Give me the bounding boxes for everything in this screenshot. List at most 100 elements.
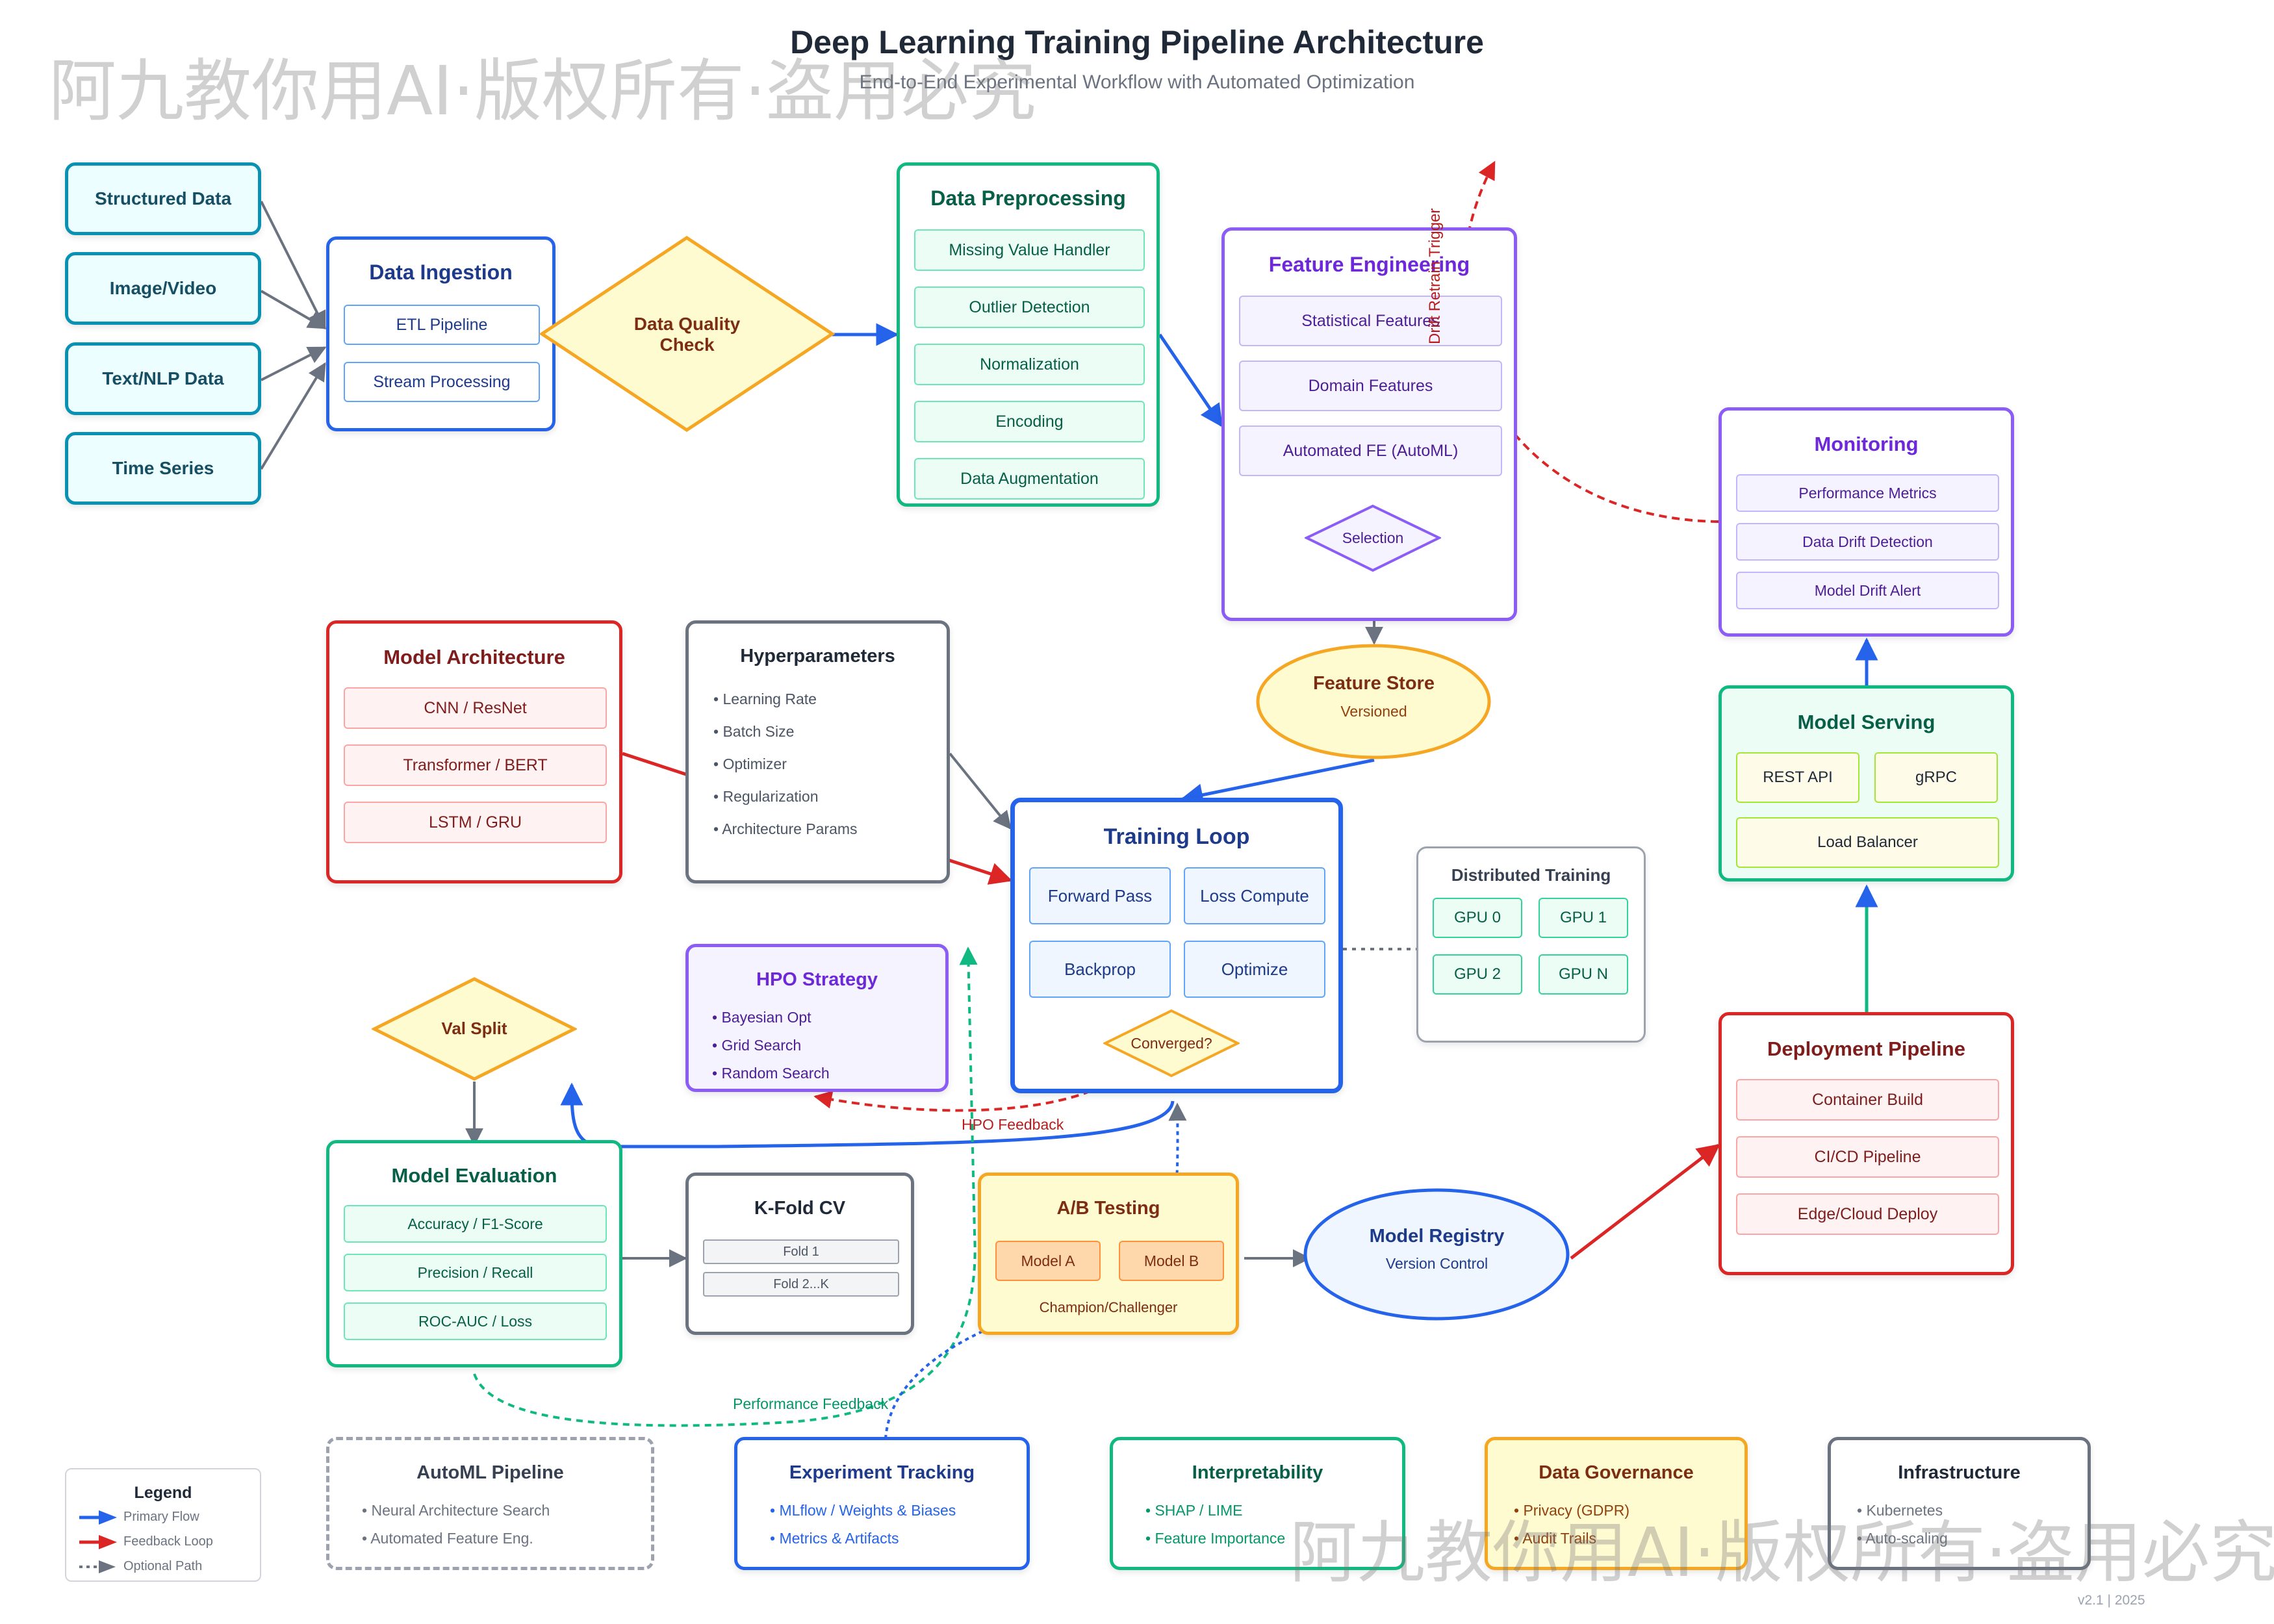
interpretability-box[interactable]: Interpretability • SHAP / LIME • Feature…	[1110, 1437, 1405, 1570]
automated-fe[interactable]: Automated FE (AutoML)	[1239, 425, 1502, 476]
page-title: Deep Learning Training Pipeline Architec…	[790, 24, 1484, 60]
hyperparameters-box[interactable]: Hyperparameters • Learning Rate • Batch …	[685, 620, 950, 883]
gpu-n[interactable]: GPU N	[1539, 954, 1628, 995]
data-augmentation[interactable]: Data Augmentation	[914, 458, 1145, 500]
backprop[interactable]: Backprop	[1029, 941, 1171, 998]
precision-recall[interactable]: Precision / Recall	[344, 1254, 607, 1291]
performance-metrics[interactable]: Performance Metrics	[1736, 474, 1999, 512]
legend-feedback-arrow	[99, 1535, 117, 1549]
monitoring-box[interactable]: Monitoring Performance Metrics Data Drif…	[1718, 407, 2014, 637]
fold-2-k[interactable]: Fold 2...K	[703, 1272, 899, 1297]
converged-label: Converged?	[1131, 1034, 1212, 1052]
lstm-gru[interactable]: LSTM / GRU	[344, 802, 607, 843]
fold-1[interactable]: Fold 1	[703, 1239, 899, 1264]
box-title: Training Loop	[1103, 824, 1250, 849]
interp-shap: • SHAP / LIME	[1145, 1502, 1243, 1519]
cicd-pipeline[interactable]: CI/CD Pipeline	[1736, 1136, 1999, 1178]
hp-optimizer: • Optimizer	[713, 755, 787, 772]
converged-diamond[interactable]	[1103, 1009, 1240, 1078]
normalization[interactable]: Normalization	[914, 344, 1145, 385]
hpo-feedback-label: HPO Feedback	[962, 1116, 1064, 1133]
model-b[interactable]: Model B	[1119, 1241, 1224, 1281]
data-preprocessing-box[interactable]: Data Preprocessing Missing Value Handler…	[897, 162, 1160, 507]
missing-value-handler[interactable]: Missing Value Handler	[914, 229, 1145, 271]
model-drift-alert[interactable]: Model Drift Alert	[1736, 572, 1999, 609]
statistical-features[interactable]: Statistical Features	[1239, 296, 1502, 346]
training-loop-box[interactable]: Training Loop Forward Pass Loss Compute …	[1010, 798, 1343, 1093]
watermark-bottom: 阿九教你用AI·版权所有·盗用必究	[1290, 1513, 2274, 1592]
tracking-mlflow: • MLflow / Weights & Biases	[770, 1502, 956, 1519]
automl-fe: • Automated Feature Eng.	[362, 1530, 533, 1547]
model-architecture-box[interactable]: Model Architecture CNN / ResNet Transfor…	[326, 620, 622, 883]
edge-training-to-evaluation	[560, 1082, 1175, 1148]
legend-primary-label: Primary Flow	[123, 1510, 199, 1524]
gpu-0[interactable]: GPU 0	[1433, 898, 1522, 938]
box-title: K-Fold CV	[754, 1198, 846, 1219]
grpc[interactable]: gRPC	[1874, 752, 1998, 803]
hp-batch-size: • Batch Size	[713, 723, 795, 740]
box-title: Feature Engineering	[1268, 253, 1470, 276]
experiment-tracking-box[interactable]: Experiment Tracking • MLflow / Weights &…	[734, 1437, 1030, 1570]
source-image-video[interactable]: Image/Video	[65, 252, 261, 325]
tracking-metrics: • Metrics & Artifacts	[770, 1530, 899, 1547]
watermark-top: 阿九教你用AI·版权所有·盗用必究	[49, 51, 1036, 131]
feature-store-ellipse[interactable]	[1255, 643, 1492, 760]
container-build[interactable]: Container Build	[1736, 1079, 1999, 1121]
ab-testing-box[interactable]: A/B Testing Model A Model B Champion/Cha…	[978, 1173, 1239, 1335]
transformer-bert[interactable]: Transformer / BERT	[344, 744, 607, 786]
model-evaluation-box[interactable]: Model Evaluation Accuracy / F1-Score Pre…	[326, 1140, 622, 1367]
box-title: Data Ingestion	[369, 260, 513, 284]
domain-features[interactable]: Domain Features	[1239, 361, 1502, 411]
hpo-strategy-box[interactable]: HPO Strategy • Bayesian Opt • Grid Searc…	[685, 944, 949, 1092]
data-drift-detection[interactable]: Data Drift Detection	[1736, 523, 1999, 561]
edge-cloud-deploy[interactable]: Edge/Cloud Deploy	[1736, 1193, 1999, 1235]
ab-caption: Champion/Challenger	[1039, 1299, 1178, 1315]
gpu-2[interactable]: GPU 2	[1433, 954, 1522, 995]
infrastructure-box[interactable]: Infrastructure • Kubernetes • Auto-scali…	[1828, 1437, 2091, 1570]
encoding[interactable]: Encoding	[914, 401, 1145, 442]
source-label: Structured Data	[94, 188, 232, 209]
data-ingestion-box[interactable]: Data Ingestion ETL Pipeline Stream Proce…	[326, 236, 556, 431]
deployment-pipeline-box[interactable]: Deployment Pipeline Container Build CI/C…	[1718, 1012, 2014, 1275]
model-serving-box[interactable]: Model Serving REST API gRPC Load Balance…	[1718, 685, 2014, 882]
val-split-label: Val Split	[441, 1018, 507, 1038]
interp-importance: • Feature Importance	[1145, 1530, 1286, 1547]
edge-preprocessing-to-features	[1158, 333, 1223, 427]
source-label: Image/Video	[109, 278, 217, 298]
forward-pass[interactable]: Forward Pass	[1029, 867, 1171, 924]
source-structured-data[interactable]: Structured Data	[65, 162, 261, 235]
selection-diamond[interactable]	[1305, 504, 1441, 572]
cnn-resnet[interactable]: CNN / ResNet	[344, 687, 607, 729]
stream-processing[interactable]: Stream Processing	[344, 362, 540, 402]
gpu-1[interactable]: GPU 1	[1539, 898, 1628, 938]
rest-api[interactable]: REST API	[1736, 752, 1859, 803]
kfold-cv-box[interactable]: K-Fold CV Fold 1 Fold 2...K	[685, 1173, 914, 1335]
model-registry-ellipse[interactable]	[1303, 1187, 1571, 1321]
box-title: HPO Strategy	[756, 969, 878, 990]
data-governance-box[interactable]: Data Governance • Privacy (GDPR) • Audit…	[1485, 1437, 1748, 1570]
optimize[interactable]: Optimize	[1184, 941, 1325, 998]
accuracy-f1[interactable]: Accuracy / F1-Score	[344, 1205, 607, 1243]
legend-optional-label: Optional Path	[123, 1559, 203, 1573]
automl-pipeline-box[interactable]: AutoML Pipeline • Neural Architecture Se…	[326, 1437, 654, 1570]
val-split-diamond[interactable]	[372, 976, 577, 1082]
hp-architecture-params: • Architecture Params	[713, 820, 858, 837]
outlier-detection[interactable]: Outlier Detection	[914, 286, 1145, 328]
source-label: Text/NLP Data	[102, 368, 224, 388]
distributed-training-box[interactable]: Distributed Training GPU 0 GPU 1 GPU 2 G…	[1416, 846, 1646, 1043]
box-title: A/B Testing	[1056, 1198, 1160, 1219]
source-text-nlp[interactable]: Text/NLP Data	[65, 342, 261, 415]
model-a[interactable]: Model A	[995, 1241, 1101, 1281]
box-title: Experiment Tracking	[789, 1462, 975, 1483]
legend-feedback-label: Feedback Loop	[123, 1534, 213, 1549]
source-time-series[interactable]: Time Series	[65, 432, 261, 505]
loss-compute[interactable]: Loss Compute	[1184, 867, 1325, 924]
roc-auc-loss[interactable]: ROC-AUC / Loss	[344, 1302, 607, 1340]
edge-text-to-ingestion	[261, 346, 327, 381]
hp-regularization: • Regularization	[713, 788, 819, 805]
load-balancer[interactable]: Load Balancer	[1736, 817, 1999, 868]
etl-pipeline[interactable]: ETL Pipeline	[344, 305, 540, 345]
registry-subtitle: Version Control	[1385, 1255, 1488, 1272]
quality-check-diamond[interactable]	[539, 235, 835, 433]
box-title: Model Evaluation	[391, 1164, 557, 1187]
